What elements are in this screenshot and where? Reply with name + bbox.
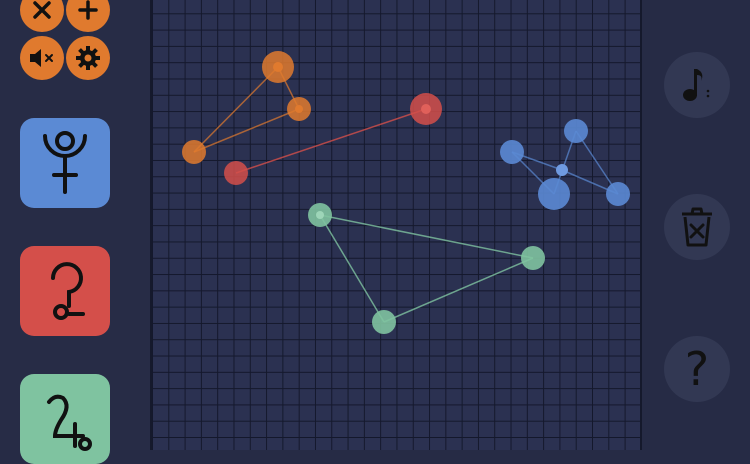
mute-icon [30, 49, 53, 67]
blue-node [500, 140, 524, 164]
trash-icon [682, 207, 712, 247]
constellation-board[interactable] [0, 0, 750, 450]
mute-button[interactable] [20, 36, 64, 80]
question-mark-icon: ? [684, 342, 710, 396]
game-grid[interactable] [150, 0, 642, 450]
orange-constellation[interactable] [182, 51, 311, 164]
blue-node [556, 164, 568, 176]
blue-node [606, 182, 630, 206]
settings-button[interactable] [66, 36, 110, 80]
green-node [521, 246, 545, 270]
help-button[interactable]: ? [664, 336, 730, 402]
left-panel [0, 0, 150, 464]
gear-icon [76, 46, 100, 70]
music-note-icon [683, 69, 710, 101]
pluto-shape-tile[interactable] [20, 118, 110, 208]
blue-node [564, 119, 588, 143]
pluto-alt-shape-tile[interactable] [20, 246, 110, 336]
close-icon [33, 1, 51, 19]
blue-constellation[interactable] [500, 119, 630, 210]
pluto-alt-symbol-icon [51, 262, 85, 320]
jupiter-symbol-icon [47, 394, 92, 451]
red-constellation[interactable] [224, 93, 442, 185]
clear-button[interactable] [664, 194, 730, 260]
pluto-symbol-icon [43, 131, 87, 194]
orange-node [182, 140, 206, 164]
blue-node [538, 178, 570, 210]
green-node [372, 310, 396, 334]
jupiter-shape-tile[interactable] [20, 374, 110, 464]
red-node [224, 161, 248, 185]
plus-icon [78, 0, 98, 20]
music-button[interactable] [664, 52, 730, 118]
green-constellation[interactable] [308, 203, 545, 334]
